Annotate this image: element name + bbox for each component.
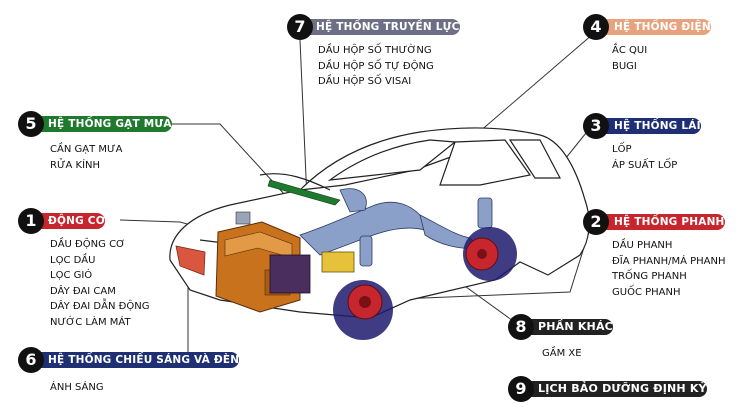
transmission-number: 7 [287, 14, 313, 40]
transmission-title[interactable]: HỆ THỐNG TRUYỀN LỰC [300, 19, 460, 35]
list-item: LỌC GIÓ [50, 270, 93, 281]
list-item: GẦM XE [542, 348, 582, 359]
list-item: DẦU PHANH [612, 240, 673, 251]
list-item: CẦN GẠT MƯA [50, 144, 123, 155]
headlight-shape [175, 245, 206, 276]
list-item: ÁNH SÁNG [50, 382, 104, 393]
list-item: ÁP SUẤT LỐP [612, 159, 678, 171]
wiper-items: CẦN GẠT MƯA RỬA KÍNH [50, 142, 122, 173]
steering-items: LỐP ÁP SUẤT LỐP [612, 142, 677, 173]
electrical-title[interactable]: HỆ THỐNG ĐIỆN [598, 19, 711, 35]
transmission-items: DẦU HỘP SỐ THƯỜNG DẦU HỘP SỐ TỰ ĐỘNG DẦU… [318, 43, 434, 90]
list-item: LỐP [612, 144, 632, 155]
list-item: RỬA KÍNH [50, 159, 101, 171]
wiper-shape [267, 179, 341, 206]
steering-title[interactable]: HỆ THỐNG LÁI [598, 118, 701, 134]
list-item: LỌC DẦU [50, 254, 96, 266]
front-wheel [333, 280, 393, 340]
brake-number: 2 [583, 209, 609, 235]
wiper-title[interactable]: HỆ THỐNG GẠT MƯA [32, 116, 172, 132]
list-item: BUGI [612, 60, 637, 72]
list-item: ẮC QUI [612, 45, 648, 56]
list-item: GUỐC PHANH [612, 286, 681, 298]
lighting-title[interactable]: HỆ THỐNG CHIẾU SÁNG VÀ ĐÈN [32, 352, 240, 368]
brake-items: DẦU PHANH ĐĨA PHANH/MÁ PHANH TRỐNG PHANH… [612, 238, 726, 300]
list-item: DẦU HỘP SỐ TỰ ĐỘNG [318, 60, 434, 72]
lighting-number: 6 [18, 347, 44, 373]
other-items: GẦM XE [542, 346, 582, 362]
list-item: ĐĨA PHANH/MÁ PHANH [612, 255, 726, 267]
engine-number: 1 [18, 208, 44, 234]
drivetrain-shape [299, 188, 493, 267]
rear-wheel [463, 227, 517, 281]
other-title[interactable]: PHẦN KHÁC [522, 319, 613, 335]
other-number: 8 [508, 314, 534, 340]
leader-transmission [299, 39, 308, 201]
engine-title[interactable]: ĐỘNG CƠ [32, 213, 106, 229]
list-item: DẦU HỘP SỐ VISAI [318, 76, 412, 87]
maintenance-number: 9 [508, 376, 534, 402]
list-item: NƯỚC LÀM MÁT [50, 316, 131, 328]
steering-number: 3 [583, 113, 609, 139]
electrical-number: 4 [583, 14, 609, 40]
brake-title[interactable]: HỆ THỐNG PHANH [598, 214, 725, 230]
list-item: DÂY ĐAI CAM [50, 285, 116, 297]
list-item: DẦU HỘP SỐ THƯỜNG [318, 45, 432, 56]
leader-wiper [172, 123, 286, 196]
maintenance-title[interactable]: LỊCH BẢO DƯỠNG ĐỊNH KỲ [522, 381, 707, 397]
engine-shape [215, 211, 311, 313]
wiper-number: 5 [18, 111, 44, 137]
list-item: TRỐNG PHANH [612, 271, 687, 282]
battery-shape [321, 251, 355, 273]
engine-items: DẦU ĐỘNG CƠ LỌC DẦU LỌC GIÓ DÂY ĐAI CAM … [50, 237, 149, 330]
lighting-items: ÁNH SÁNG [50, 380, 104, 396]
list-item: DÂY ĐAI DẪN ĐỘNG [50, 301, 150, 312]
list-item: DẦU ĐỘNG CƠ [50, 239, 126, 250]
electrical-items: ẮC QUI BUGI [612, 43, 647, 74]
